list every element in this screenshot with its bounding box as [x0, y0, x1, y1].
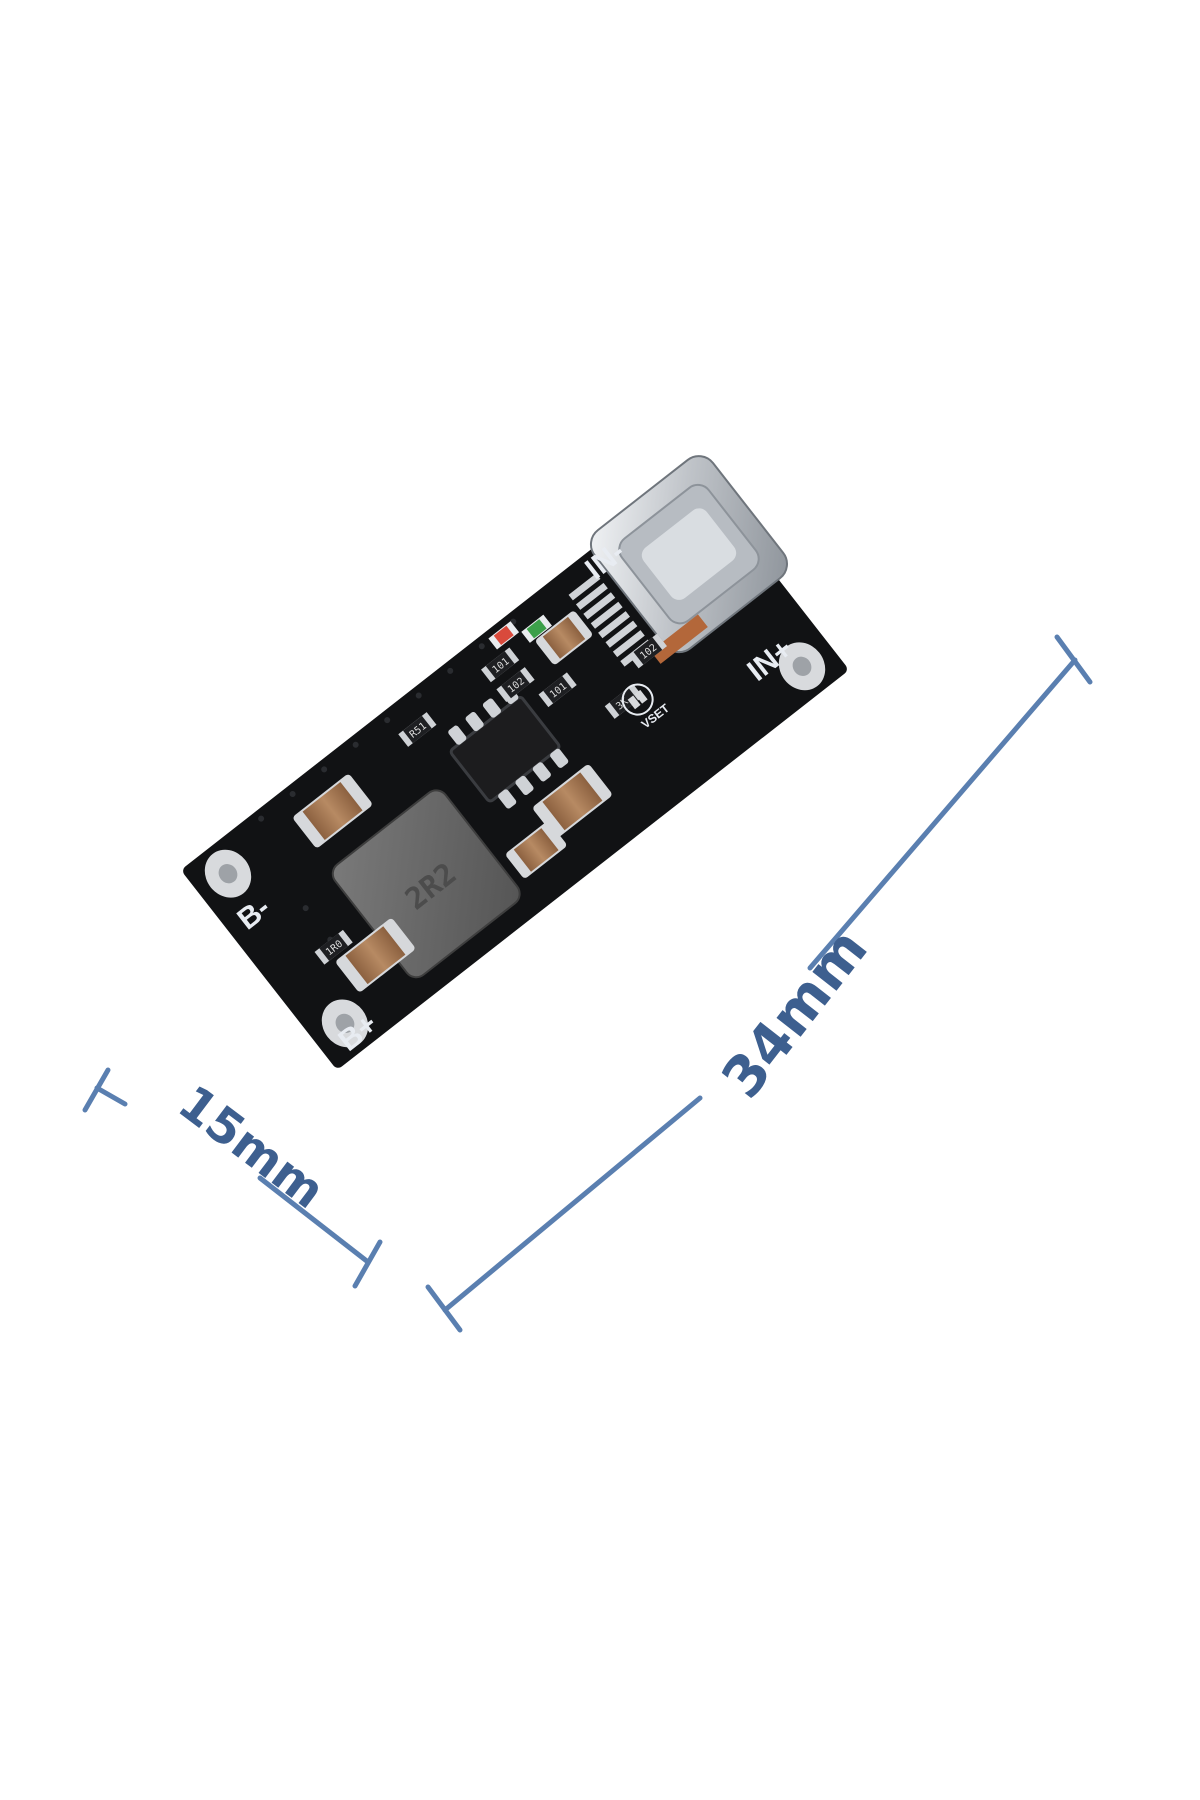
capacitor-c2 — [293, 774, 372, 848]
capacitor-c3 — [533, 764, 612, 838]
usb-c-connector-icon — [568, 455, 788, 667]
status-leds — [488, 614, 552, 650]
solder-jumper-icon — [621, 683, 654, 716]
pcb-board: 2R2 — [183, 455, 847, 1068]
charger-ic — [448, 684, 569, 809]
dimension-width-label: 15mm — [168, 1075, 335, 1220]
capacitor-c1 — [336, 918, 415, 992]
dimension-length — [425, 634, 1093, 1333]
dimension-width — [82, 1067, 383, 1289]
capacitor-c4 — [506, 821, 567, 878]
dimension-length-label: 34mm — [710, 917, 881, 1110]
capacitor-c5 — [536, 611, 592, 665]
